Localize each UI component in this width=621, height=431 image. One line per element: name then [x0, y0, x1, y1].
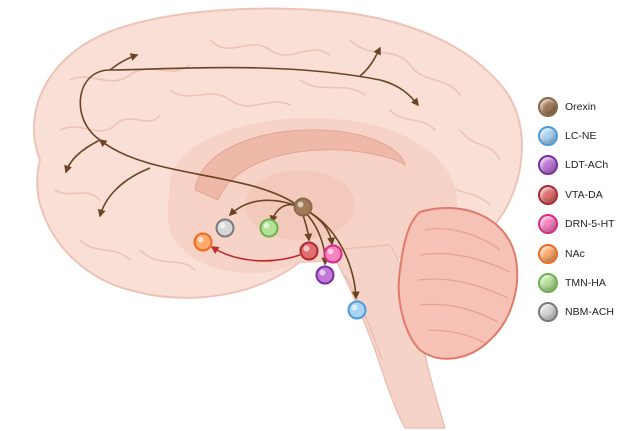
- legend-label: TMN-HA: [565, 277, 606, 289]
- legend-item-ldt-ach: LDT-ACh: [538, 151, 618, 180]
- nucleus-vta: [301, 243, 318, 260]
- legend-label: NBM-ACH: [565, 306, 614, 318]
- legend-item-vta-da: VTA-DA: [538, 180, 618, 209]
- legend-swatch-vta-da: [538, 185, 558, 205]
- legend-label: VTA-DA: [565, 189, 603, 201]
- legend-swatch-lc-ne: [538, 126, 558, 146]
- legend-item-nbm-ach: NBM-ACH: [538, 298, 618, 327]
- legend-item-nac: NAc: [538, 239, 618, 268]
- legend-label: LDT-ACh: [565, 159, 608, 171]
- legend-item-lc-ne: LC-NE: [538, 121, 618, 150]
- nucleus-tmn: [261, 220, 278, 237]
- legend-label: LC-NE: [565, 130, 597, 142]
- legend-swatch-orexin: [538, 97, 558, 117]
- legend-item-tmn-ha: TMN-HA: [538, 268, 618, 297]
- legend-swatch-tmn-ha: [538, 273, 558, 293]
- nucleus-nac: [195, 234, 212, 251]
- legend-item-drn-5-ht: DRN-5-HT: [538, 210, 618, 239]
- legend-swatch-nbm-ach: [538, 302, 558, 322]
- nucleus-nbm: [217, 220, 234, 237]
- nucleus-lc: [349, 302, 366, 319]
- legend: Orexin LC-NE LDT-ACh VTA-DA DRN-5-HT NAc…: [538, 92, 618, 327]
- nucleus-ldt: [317, 267, 334, 284]
- legend-label: Orexin: [565, 101, 596, 113]
- legend-swatch-nac: [538, 244, 558, 264]
- legend-swatch-drn-5-ht: [538, 214, 558, 234]
- legend-label: NAc: [565, 248, 585, 260]
- legend-label: DRN-5-HT: [565, 218, 615, 230]
- nucleus-drn: [325, 246, 342, 263]
- legend-item-orexin: Orexin: [538, 92, 618, 121]
- nucleus-orexin: [295, 199, 312, 216]
- legend-swatch-ldt-ach: [538, 155, 558, 175]
